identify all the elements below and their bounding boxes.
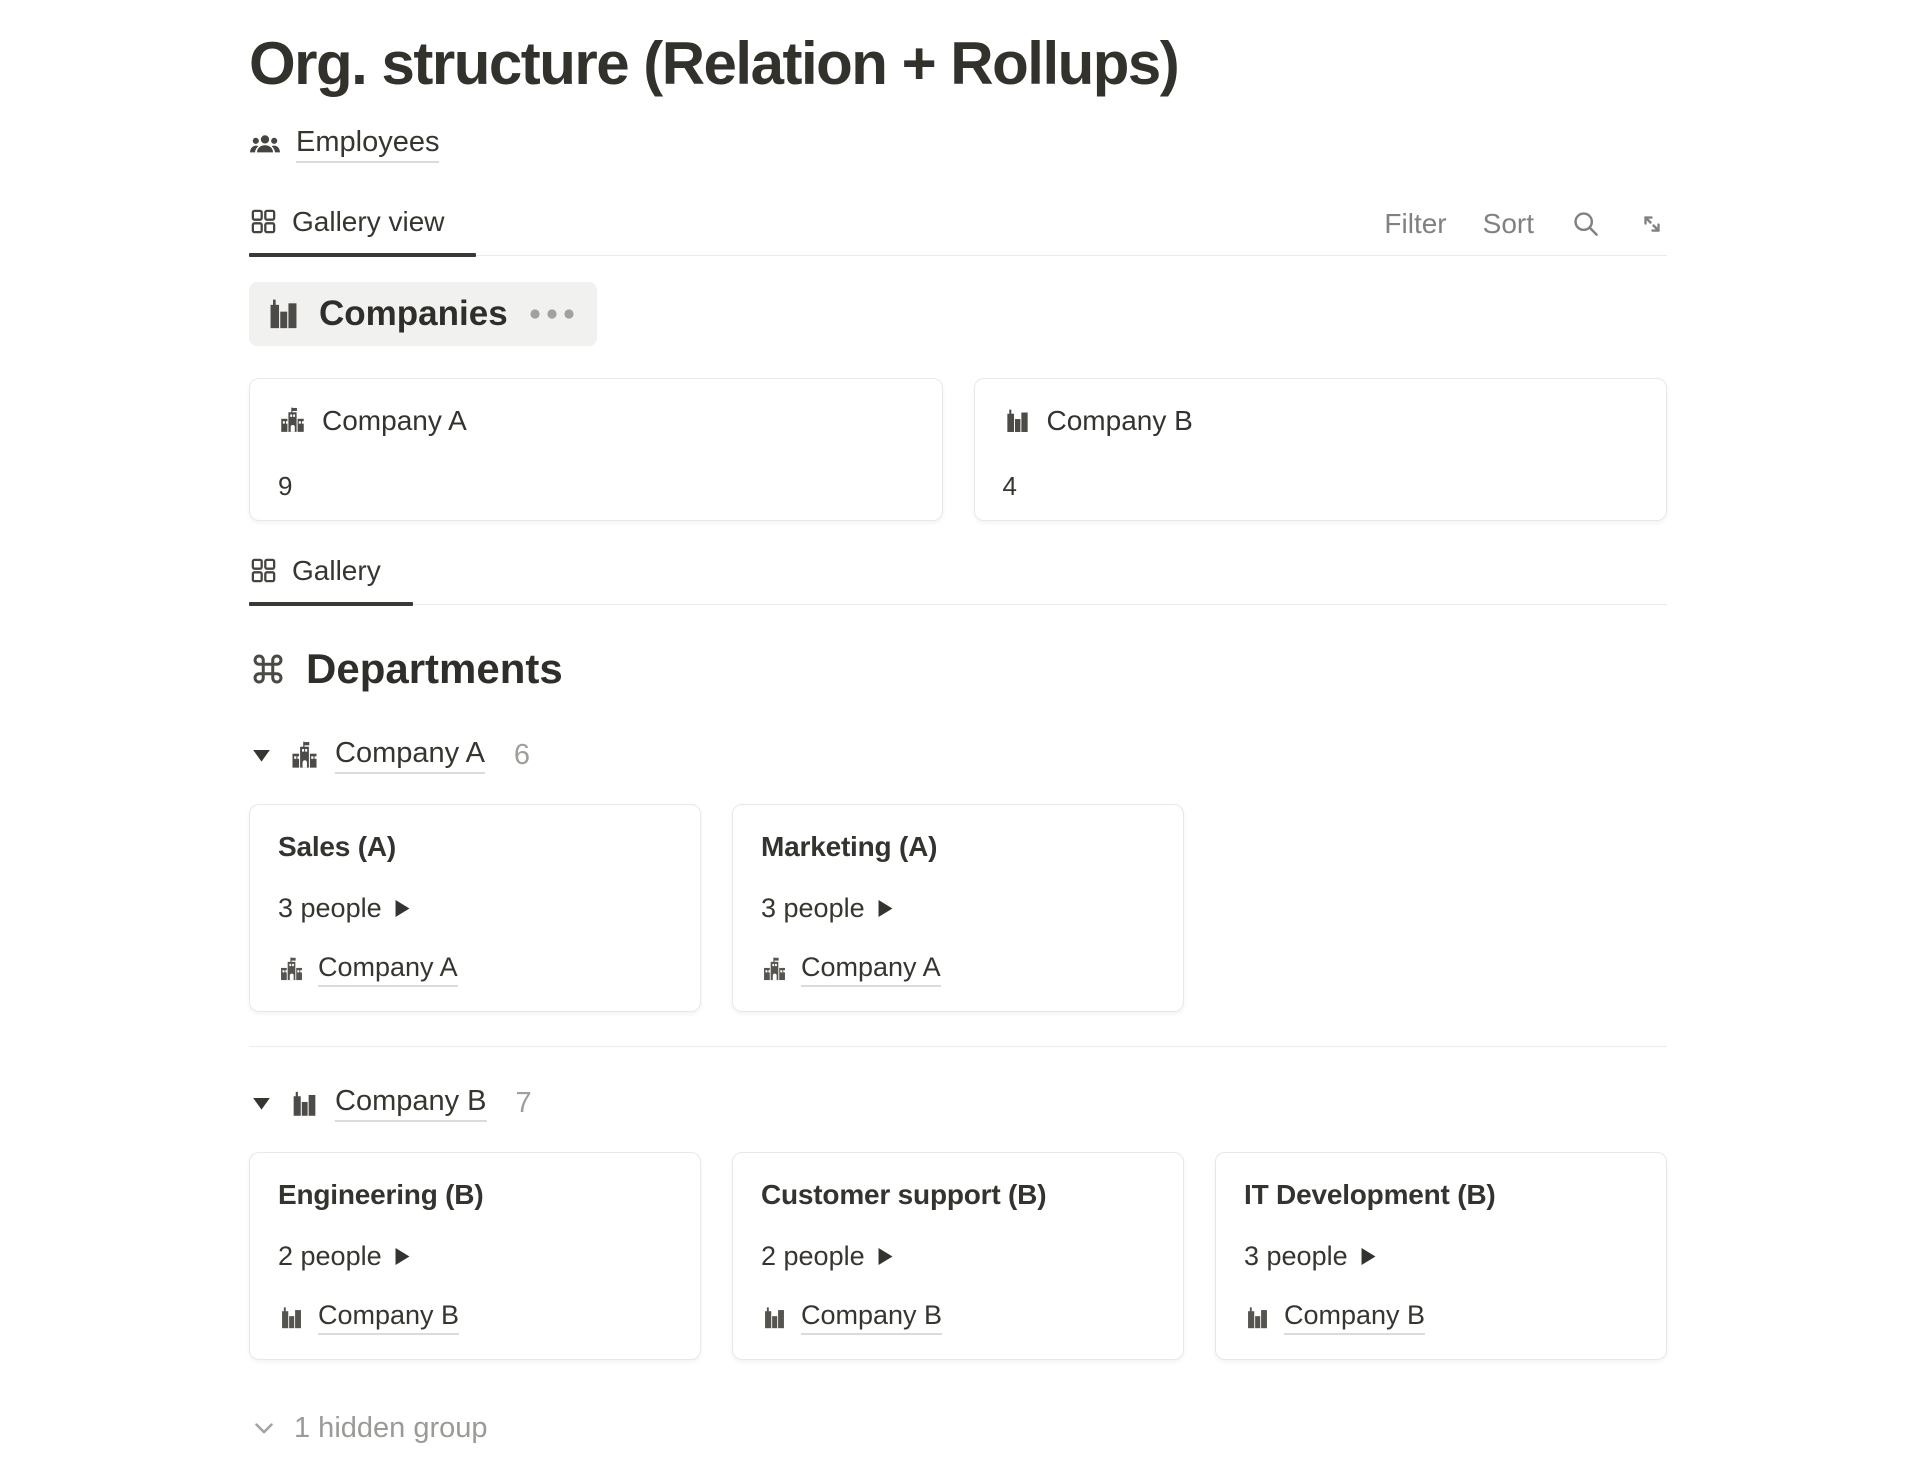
department-card-customer-support-b[interactable]: Customer support (B) 2 people Company B bbox=[732, 1151, 1184, 1360]
school-building-icon bbox=[278, 406, 307, 435]
department-title: IT Development (B) bbox=[1244, 1178, 1496, 1210]
companies-card-grid: Company A 9 Company B 4 bbox=[249, 377, 1667, 521]
chevron-down-icon bbox=[249, 1413, 279, 1443]
more-menu-icon[interactable] bbox=[529, 308, 575, 320]
tab-label: Gallery view bbox=[292, 205, 445, 237]
group-count: 7 bbox=[515, 1086, 532, 1119]
department-title: Engineering (B) bbox=[278, 1178, 484, 1210]
departments-toolbar: Gallery bbox=[249, 554, 1667, 606]
expand-people-icon[interactable] bbox=[878, 899, 893, 917]
department-card-marketing-a[interactable]: Marketing (A) 3 people bbox=[732, 803, 1184, 1012]
company-link[interactable]: Company A bbox=[801, 952, 941, 987]
tab-gallery[interactable]: Gallery bbox=[249, 554, 413, 606]
company-link[interactable]: Company B bbox=[801, 1300, 943, 1335]
expand-people-icon[interactable] bbox=[1361, 1247, 1376, 1265]
departments-card-grid-a: Sales (A) 3 people bbox=[249, 803, 1667, 1012]
sort-button[interactable]: Sort bbox=[1482, 207, 1534, 239]
gallery-icon bbox=[249, 556, 278, 585]
breadcrumb-employees[interactable]: Employees bbox=[249, 126, 440, 163]
group-company-link[interactable]: Company A bbox=[335, 737, 485, 774]
expand-people-icon[interactable] bbox=[395, 1247, 410, 1265]
people-count: 2 people bbox=[761, 1240, 865, 1271]
companies-title: Companies bbox=[319, 293, 508, 333]
company-link[interactable]: Company A bbox=[318, 952, 458, 987]
department-title: Sales (A) bbox=[278, 830, 397, 862]
department-title: Marketing (A) bbox=[761, 830, 938, 862]
expand-people-icon[interactable] bbox=[395, 899, 410, 917]
group-header-company-b: Company B 7 bbox=[249, 1085, 1667, 1122]
filter-button[interactable]: Filter bbox=[1384, 207, 1447, 239]
city-buildings-icon bbox=[278, 1304, 305, 1331]
people-count: 3 people bbox=[1244, 1240, 1348, 1271]
company-name: Company B bbox=[1046, 404, 1193, 436]
tab-label: Gallery bbox=[292, 554, 381, 586]
collapse-group-icon[interactable] bbox=[249, 1092, 274, 1115]
group-header-company-a: Company A 6 bbox=[249, 737, 1667, 774]
people-count: 2 people bbox=[278, 1240, 382, 1271]
hidden-group-toggle[interactable]: 1 hidden group bbox=[249, 1412, 488, 1445]
people-icon bbox=[249, 129, 281, 161]
group-divider bbox=[249, 1045, 1667, 1047]
notion-page: Org. structure (Relation + Rollups) Empl… bbox=[249, 0, 1667, 1448]
city-buildings-icon bbox=[1003, 406, 1032, 435]
company-relation: Company B bbox=[1244, 1300, 1638, 1335]
expand-people-icon[interactable] bbox=[878, 1247, 893, 1265]
company-card-b[interactable]: Company B 4 bbox=[973, 377, 1667, 521]
people-count: 3 people bbox=[278, 892, 382, 923]
company-name: Company A bbox=[322, 404, 467, 436]
employee-rollup-count: 4 bbox=[1002, 470, 1017, 501]
departments-heading: Departments bbox=[249, 645, 1667, 693]
departments-title: Departments bbox=[306, 644, 563, 692]
company-relation: Company A bbox=[761, 952, 1155, 987]
page-title: Org. structure (Relation + Rollups) bbox=[249, 30, 1180, 97]
company-link[interactable]: Company B bbox=[1284, 1300, 1426, 1335]
city-buildings-icon bbox=[1244, 1304, 1271, 1331]
department-card-sales-a[interactable]: Sales (A) 3 people bbox=[249, 803, 701, 1012]
company-relation: Company B bbox=[761, 1300, 1155, 1335]
employee-rollup-count: 9 bbox=[278, 470, 293, 501]
breadcrumb-label: Employees bbox=[296, 126, 440, 163]
toolbar-controls: Filter Sort bbox=[1384, 208, 1667, 254]
city-buildings-icon bbox=[761, 1304, 788, 1331]
department-card-it-development-b[interactable]: IT Development (B) 3 people Company B bbox=[1215, 1151, 1667, 1360]
school-building-icon bbox=[761, 956, 788, 983]
company-card-a[interactable]: Company A 9 bbox=[249, 377, 943, 521]
company-relation: Company B bbox=[278, 1300, 672, 1335]
departments-card-grid-b: Engineering (B) 2 people Company B bbox=[249, 1151, 1667, 1360]
department-card-engineering-b[interactable]: Engineering (B) 2 people Company B bbox=[249, 1151, 701, 1360]
view-toolbar: Gallery view Filter Sort bbox=[249, 205, 1667, 257]
expand-icon[interactable] bbox=[1637, 209, 1667, 239]
company-link[interactable]: Company B bbox=[318, 1300, 460, 1335]
command-icon bbox=[249, 650, 287, 688]
city-buildings-icon bbox=[289, 1088, 320, 1119]
school-building-icon bbox=[278, 956, 305, 983]
group-company-link[interactable]: Company B bbox=[335, 1085, 487, 1122]
group-count: 6 bbox=[513, 738, 531, 771]
company-relation: Company A bbox=[278, 952, 672, 987]
companies-section-header[interactable]: Companies bbox=[249, 281, 597, 346]
city-buildings-icon bbox=[265, 295, 302, 332]
tab-gallery-view[interactable]: Gallery view bbox=[249, 205, 477, 257]
gallery-icon bbox=[249, 207, 278, 236]
department-title: Customer support (B) bbox=[761, 1178, 1047, 1210]
people-count: 3 people bbox=[761, 892, 865, 923]
hidden-group-label: 1 hidden group bbox=[294, 1411, 488, 1444]
school-building-icon bbox=[289, 740, 320, 771]
search-icon[interactable] bbox=[1570, 208, 1601, 239]
collapse-group-icon[interactable] bbox=[249, 744, 274, 767]
